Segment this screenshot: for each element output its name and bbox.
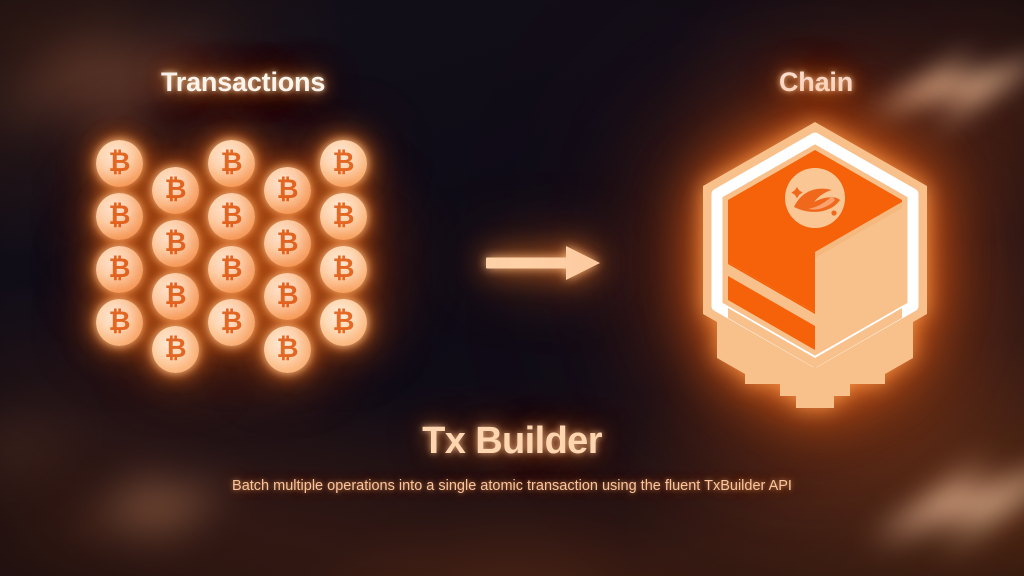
page-subtitle: Batch multiple operations into a single …: [232, 478, 792, 494]
bitcoin-symbol: ₿: [108, 306, 131, 337]
bitcoin-coin-icon: ₿: [320, 246, 367, 293]
bitcoin-symbol: ₿: [164, 333, 187, 364]
bitcoin-coin-icon: ₿: [152, 167, 199, 214]
bitcoin-symbol: ₿: [332, 200, 355, 231]
chain-label: Chain: [779, 67, 854, 97]
bitcoin-coin-icon: ₿: [264, 326, 311, 373]
bitcoin-coin-icon: ₿: [264, 273, 311, 320]
bitcoin-symbol: ₿: [220, 147, 243, 178]
bitcoin-coin-icon: ₿: [96, 246, 143, 293]
bitcoin-coin-icon: ₿: [208, 140, 255, 187]
bitcoin-coin-icon: ₿: [208, 246, 255, 293]
bitcoin-symbol: ₿: [332, 253, 355, 284]
swoosh-badge-icon: [785, 168, 845, 228]
bitcoin-coin-icon: ₿: [152, 326, 199, 373]
bitcoin-symbol: ₿: [164, 280, 187, 311]
bitcoin-coin-icon: ₿: [320, 299, 367, 346]
bitcoin-symbol: ₿: [332, 147, 355, 178]
hexagon-chain-cube-logo: [684, 112, 946, 420]
bitcoin-coin-icon: ₿: [208, 193, 255, 240]
bitcoin-coin-icon: ₿: [264, 220, 311, 267]
bitcoin-coin-icon: ₿: [264, 167, 311, 214]
bitcoin-coin-icon: ₿: [320, 140, 367, 187]
bitcoin-symbol: ₿: [276, 227, 299, 258]
bitcoin-symbol: ₿: [108, 253, 131, 284]
bitcoin-symbol: ₿: [164, 174, 187, 205]
bitcoin-coin-icon: ₿: [96, 193, 143, 240]
bitcoin-symbol: ₿: [276, 333, 299, 364]
bitcoin-coin-icon: ₿: [96, 140, 143, 187]
bitcoin-coin-icon: ₿: [96, 299, 143, 346]
transactions-label: Transactions: [161, 67, 326, 97]
bitcoin-coin-icon: ₿: [152, 273, 199, 320]
bitcoin-coin-icon: ₿: [320, 193, 367, 240]
bitcoin-symbol: ₿: [276, 174, 299, 205]
bitcoin-symbol: ₿: [108, 200, 131, 231]
bitcoin-symbol: ₿: [220, 306, 243, 337]
bitcoin-symbol: ₿: [220, 200, 243, 231]
bitcoin-symbol: ₿: [220, 253, 243, 284]
bitcoin-coin-icon: ₿: [208, 299, 255, 346]
bitcoin-symbol: ₿: [276, 280, 299, 311]
page-title: Tx Builder: [422, 420, 602, 462]
bitcoin-symbol: ₿: [164, 227, 187, 258]
bitcoin-coin-icon: ₿: [152, 220, 199, 267]
bitcoin-symbol: ₿: [108, 147, 131, 178]
bitcoin-symbol: ₿: [332, 306, 355, 337]
arrow-right-icon: [482, 236, 606, 290]
transactions-coin-grid: ₿ ₿ ₿ ₿ ₿ ₿ ₿ ₿ ₿ ₿ ₿ ₿ ₿ ₿ ₿ ₿ ₿ ₿ ₿ ₿: [96, 140, 402, 386]
